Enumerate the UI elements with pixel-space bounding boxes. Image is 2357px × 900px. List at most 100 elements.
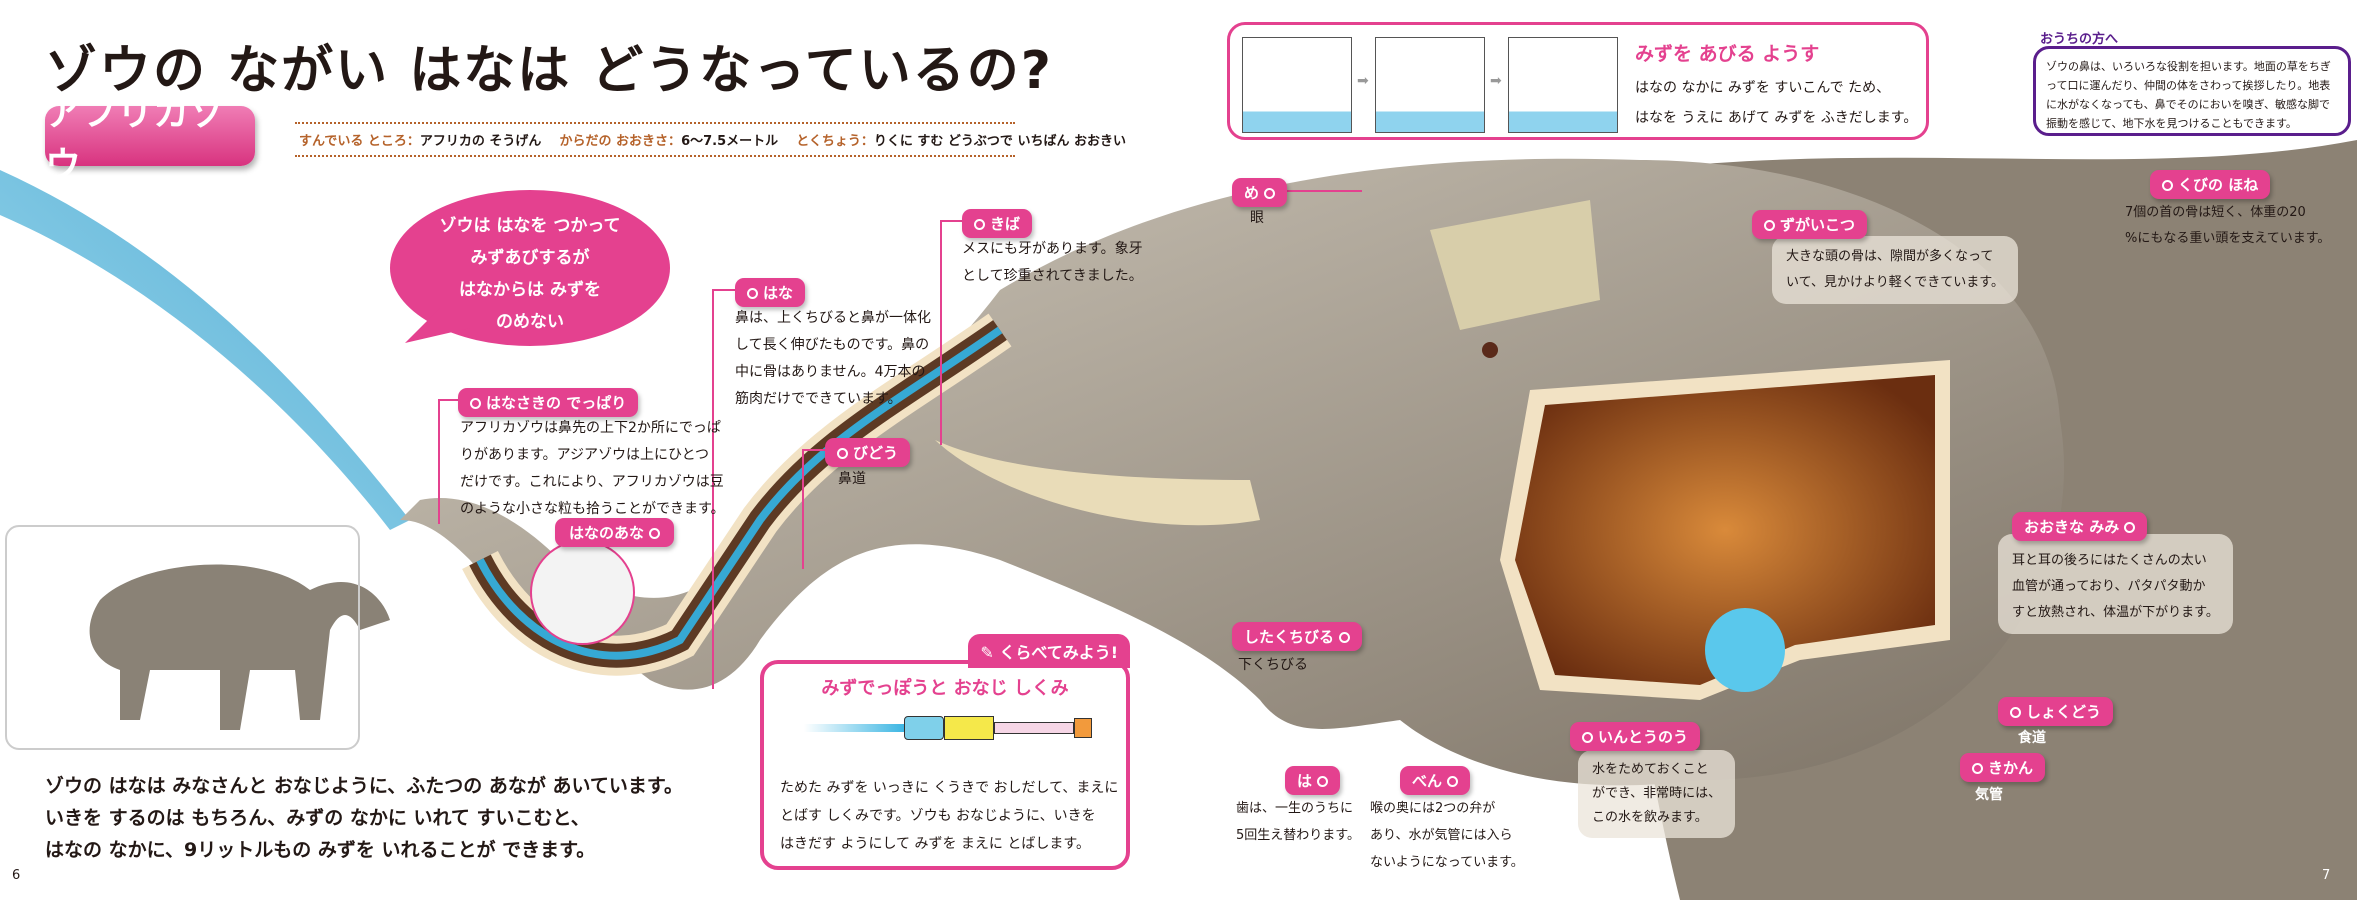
species-badge: アフリカゾウ <box>45 93 255 186</box>
text-line: この水を飲みます。 <box>1592 810 1708 825</box>
parents-box-title: おうちの方へ <box>2040 32 2119 47</box>
label-zugaikotsu: ずがいこつ <box>1752 210 1868 239</box>
text-line: として珍重されてきました。 <box>962 268 1143 284</box>
label-me: め <box>1232 178 1288 207</box>
label-kubinohone: くびの ほね <box>2150 170 2271 199</box>
shitakuchibiru-text: 下くちびる <box>1238 657 1308 673</box>
text-line: 筋肉だけでできています。 <box>735 391 902 407</box>
bubble-line: のめない <box>496 312 564 332</box>
text-line: アフリカゾウは鼻先の上下2か所にでっぱ <box>460 420 721 436</box>
water-bathing-box: ➡ ➡ みずを あびる ようす はなの なかに みずを すいこんで ため、はなを… <box>1227 22 1929 140</box>
compare-tab-label: くらべてみよう! <box>999 643 1118 662</box>
feature-label: とくちょう： <box>796 134 874 149</box>
label-shitakuchibiru: したくちびる <box>1232 622 1363 651</box>
arrow-right-icon: ➡ <box>1357 73 1369 89</box>
main-text-line: いきを するのは もちろん、みずの なかに いれて すいこむと、 <box>45 807 590 829</box>
compare-title: みずでっぽうと おなじ しくみ <box>821 678 1069 699</box>
page-number-right: 7 <box>2322 868 2331 883</box>
text-line: はなを うえに あげて みずを ふきだします。 <box>1635 110 1918 126</box>
text-line: すと放熱され、体温が下がります。 <box>2012 605 2219 620</box>
text-line: りがあります。アジアゾウは上にひとつ <box>460 447 710 463</box>
ben-text: 喉の奥には2つの弁があり、水が気管には入らないようになっています。 <box>1370 795 1524 876</box>
elephant-photo <box>89 564 390 730</box>
step-3-image <box>1508 37 1618 133</box>
water-gun-illustration <box>804 714 1094 742</box>
habitat-value: アフリカの そうげん <box>419 134 542 149</box>
text-line: %にもなる重い頭を支えています。 <box>2125 231 2331 246</box>
text-line: あり、水が気管には入ら <box>1370 828 1513 843</box>
text-line: 7個の首の骨は短く、体重の20 <box>2125 205 2306 220</box>
species-info: すんでいる ところ：アフリカの そうげん からだの おおきさ：6〜7.5メートル… <box>295 122 1126 157</box>
compare-box: ✎ くらべてみよう! みずでっぽうと おなじ しくみ ためた みずを いっきに … <box>760 634 1130 870</box>
page-number-left: 6 <box>12 868 21 883</box>
shokudou-text: 食道 <box>2018 730 2046 746</box>
parents-box-text: ゾウの鼻は、いろいろな役割を担います。地面の草をちぎって口に運んだり、仲間の体を… <box>2033 46 2351 136</box>
eye <box>1482 342 1498 358</box>
compare-text: ためた みずを いっきに くうきで おしだして、まえにとばす しくみです。ゾウも… <box>780 774 1118 858</box>
main-text-line: はなの なかに、9リットルもの みずを いれることが できます。 <box>45 839 596 861</box>
label-ookinamimi: おおきな みみ <box>2012 512 2148 541</box>
text-line: ないようになっています。 <box>1370 855 1524 870</box>
text-line: ができ、非常時には、 <box>1592 786 1722 801</box>
kubinohone-text: 7個の首の骨は短く、体重の20 %にもなる重い頭を支えています。 <box>2125 200 2330 252</box>
text-line: はきだす ようにして みずを まえに とばします。 <box>780 836 1090 852</box>
water-box-title: みずを あびる ようす <box>1635 43 1820 65</box>
main-text: ゾウの はなは みなさんと おなじように、ふたつの あなが あいています。 いき… <box>45 770 683 866</box>
main-text-line: ゾウの はなは みなさんと おなじように、ふたつの あなが あいています。 <box>45 775 684 797</box>
label-hanasaki: はなさきの でっぱり <box>458 388 639 417</box>
kiba-text: メスにも牙があります。象牙として珍重されてきました。 <box>962 236 1143 290</box>
text-line: だけです。これにより、アフリカゾウは豆 <box>460 474 724 490</box>
text-line: して長く伸びたものです。鼻の <box>735 337 930 353</box>
page-title: ゾウの ながい はなは どうなっているの? <box>45 41 1053 101</box>
tusk <box>935 440 1260 526</box>
feature-value: りくに すむ どうぶつで いちばん おおきい <box>873 134 1126 149</box>
bubble-line: ゾウは はなを つかって <box>439 216 621 236</box>
text-line: 喉の奥には2つの弁が <box>1370 801 1496 816</box>
ookinamimi-text: 耳と耳の後ろにはたくさんの太い血管が通っており、パタパタ動かすと放熱され、体温が… <box>1998 534 2233 634</box>
size-value: 6〜7.5メートル <box>681 134 779 149</box>
step-2-image <box>1375 37 1485 133</box>
bidou-text: 鼻道 <box>838 471 866 487</box>
skull-section <box>1430 200 1600 330</box>
habitat-label: すんでいる ところ： <box>299 134 420 149</box>
arrow-right-icon: ➡ <box>1490 73 1502 89</box>
size-label: からだの おおきさ： <box>559 134 682 149</box>
kikan-text: 気管 <box>1975 787 2003 803</box>
label-hana: はな <box>735 278 806 307</box>
me-text: 眼 <box>1250 210 1264 226</box>
text-line: ためた みずを いっきに くうきで おしだして、まえに <box>780 780 1119 796</box>
text-line: とばす しくみです。ゾウも おなじように、いきを <box>780 808 1096 824</box>
label-ben: べん <box>1400 766 1471 795</box>
ha-text: 歯は、一生のうちに 5回生え替わります。 <box>1236 795 1360 849</box>
text-line: 5回生え替わります。 <box>1236 828 1360 843</box>
label-intounou: いんとうのう <box>1570 722 1701 751</box>
pencil-icon: ✎ <box>980 643 1000 662</box>
nostril-diagram <box>530 540 635 645</box>
intounou-text: 水をためておくことができ、非常時には、この水を飲みます。 <box>1578 750 1736 838</box>
hana-text: 鼻は、上くちびると鼻が一体化して長く伸びたものです。鼻の中に骨はありません。4万… <box>735 305 931 413</box>
water-box-text: はなの なかに みずを すいこんで ため、はなを うえに あげて みずを ふきだ… <box>1635 73 1917 133</box>
zugaikotsu-text: 大きな頭の骨は、隙間が多くなっていて、見かけより軽くできています。 <box>1772 236 2019 304</box>
speech-bubble: ゾウは はなを つかって みずあびするが はなからは みずを のめない <box>400 210 660 338</box>
text-line: 血管が通っており、パタパタ動か <box>2012 579 2206 594</box>
label-bidou: びどう <box>825 438 911 467</box>
text-line: 歯は、一生のうちに <box>1236 801 1354 816</box>
text-line: のような小さな粒も拾うことができます。 <box>460 501 725 517</box>
hanasaki-text: アフリカゾウは鼻先の上下2か所にでっぱりがあります。アジアゾウは上にひとつだけで… <box>460 415 725 523</box>
compare-tab: ✎ くらべてみよう! <box>968 634 1130 668</box>
text-line: いて、見かけより軽くできています。 <box>1786 275 2005 290</box>
text-line: メスにも牙があります。象牙 <box>962 241 1143 257</box>
text-line: 耳と耳の後ろにはたくさんの太い <box>2012 553 2207 568</box>
text-line: 大きな頭の骨は、隙間が多くなって <box>1786 249 1994 264</box>
text-line: 中に骨はありません。4万本の <box>735 364 926 380</box>
water-splash <box>0 170 410 530</box>
label-kikan: きかん <box>1960 753 2046 782</box>
bubble-line: みずあびするが <box>470 248 590 268</box>
label-ha: は <box>1285 766 1341 795</box>
label-kiba: きば <box>962 209 1033 238</box>
text-line: 水をためておくこと <box>1592 762 1709 777</box>
text-line: はなの なかに みずを すいこんで ため、 <box>1635 80 1891 96</box>
label-shokudou: しょくどう <box>1998 697 2114 726</box>
pharyngeal-pouch <box>1705 608 1785 692</box>
